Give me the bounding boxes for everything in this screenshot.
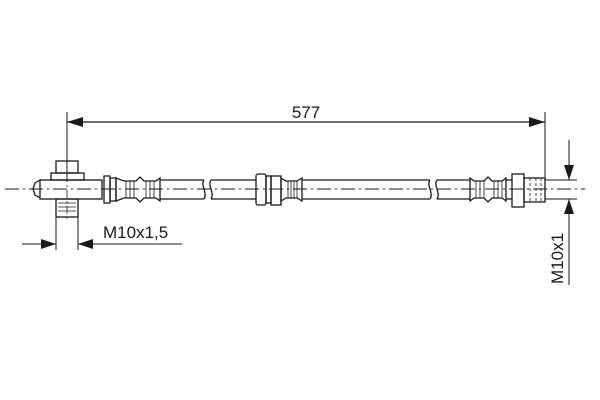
left-ferrule [103, 175, 161, 204]
arrow-right-icon [529, 117, 545, 127]
length-label: 577 [292, 103, 320, 122]
hose-segment [302, 179, 470, 200]
left-thread-label: M10x1,5 [103, 223, 168, 242]
arrow-left-icon [78, 239, 93, 249]
arrow-right-icon [41, 239, 56, 249]
right-thread-label: M10x1 [548, 233, 567, 284]
hose-segment [160, 179, 256, 200]
arrow-down-icon [564, 165, 574, 180]
right-ferrule [469, 173, 546, 208]
arrow-up-icon [564, 199, 574, 214]
left-thread-dimension [22, 217, 182, 250]
banjo-fitting [32, 158, 103, 220]
middle-sleeve [255, 173, 303, 206]
length-dimension [66, 112, 546, 182]
right-thread-dimension [545, 140, 577, 285]
arrow-left-icon [67, 117, 83, 127]
